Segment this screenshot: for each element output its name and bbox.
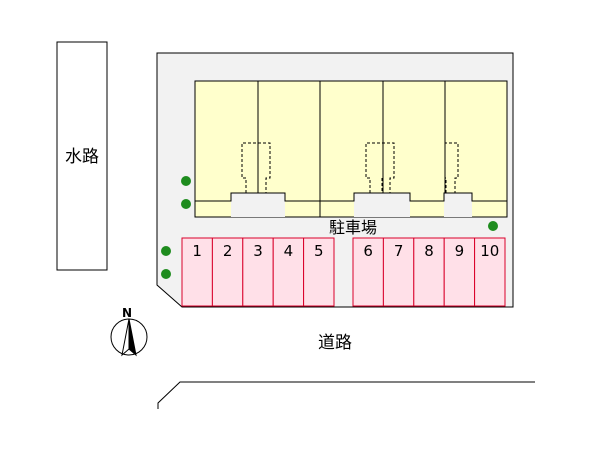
parking-space-number: 2: [223, 242, 233, 260]
road-edge: [157, 381, 535, 409]
parking-space: [352, 237, 384, 307]
parking-space: [242, 237, 274, 307]
tree-icon: [181, 176, 191, 186]
parking-space-number: 8: [424, 242, 434, 260]
parking-space-number: 3: [253, 242, 263, 260]
parking-space: [272, 237, 305, 307]
north-arrow-icon: [110, 318, 148, 357]
parking-label: 駐車場: [329, 218, 377, 237]
canal-area: [56, 41, 108, 271]
parking-space-number: 6: [363, 242, 373, 260]
parking-space-number: 4: [284, 242, 294, 260]
parking-space: [382, 237, 415, 307]
canal-label: 水路: [65, 147, 99, 167]
tree-icon: [161, 246, 171, 256]
building: [194, 80, 508, 218]
tree-icon: [161, 269, 171, 279]
parking-spaces: 1 2 3 4 5 6 7 8 9 10: [181, 237, 506, 307]
parking-space-number: 7: [394, 242, 404, 260]
parking-space-number: 1: [192, 242, 202, 260]
north-label: N: [122, 306, 132, 320]
trees: [161, 176, 498, 279]
parking-space-number: 9: [455, 242, 465, 260]
parking-space: [303, 237, 335, 307]
parking-space-number: 5: [314, 242, 324, 260]
tree-icon: [181, 199, 191, 209]
road-label: 道路: [318, 333, 352, 353]
parking-space: [211, 237, 244, 307]
parking-space: [474, 237, 506, 307]
parking-space: [413, 237, 445, 307]
parking-space-number: 10: [480, 242, 499, 260]
tree-icon: [488, 221, 498, 231]
